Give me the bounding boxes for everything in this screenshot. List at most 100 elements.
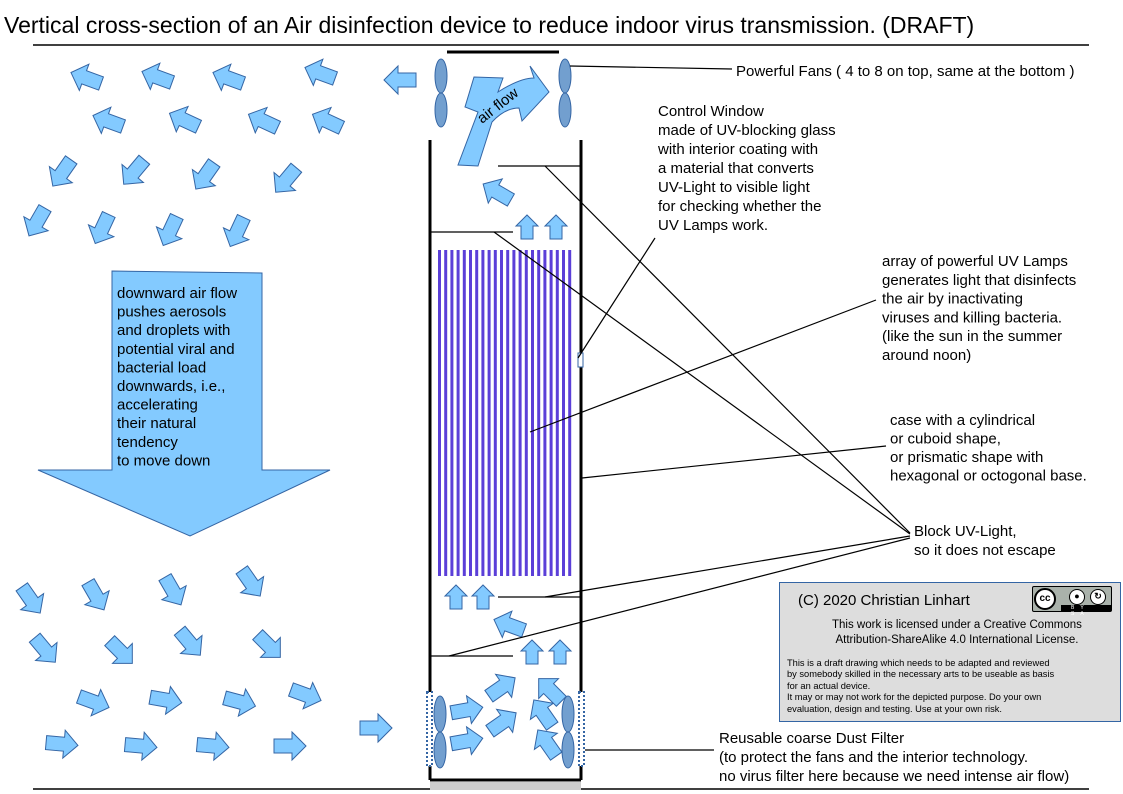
- uv-lamp: [462, 250, 466, 576]
- flow-arrow: [163, 100, 205, 140]
- device-case: [428, 50, 583, 790]
- up-arrow: [544, 214, 568, 240]
- draft-note: This is a draft drawing which needs to b…: [787, 658, 1116, 715]
- uv-lamp: [518, 250, 522, 576]
- flow-arrow: [264, 158, 308, 202]
- label-line: the air by inactivating: [882, 291, 1023, 308]
- air-particle-arrows: [9, 53, 572, 765]
- label-line: no virus filter here because we need int…: [719, 768, 1069, 785]
- uv-lamp: [549, 250, 553, 576]
- flow-arrow: [82, 208, 122, 250]
- flow-arrow: [229, 561, 273, 605]
- label-line: Control Window: [658, 103, 764, 120]
- top-fans: [434, 58, 572, 128]
- flow-arrow: [23, 628, 67, 672]
- uv-lamp: [444, 250, 448, 576]
- license-line: Attribution-ShareAlike 4.0 International…: [835, 634, 1079, 646]
- flow-arrow: [448, 723, 486, 759]
- flow-arrow: [44, 728, 80, 760]
- flow-arrow: [40, 151, 84, 195]
- cc-by-sa-badge[interactable]: cc ● ↻ BY SA: [1032, 586, 1112, 617]
- copyright-text: (C) 2020 Christian Linhart: [798, 592, 970, 609]
- license-line: This work is licensed under a Creative C…: [832, 619, 1082, 631]
- uv-lamp: [487, 250, 491, 576]
- flow-arrow: [217, 211, 257, 253]
- label-line: tendency: [117, 434, 178, 451]
- diagram-title: Vertical cross-section of an Air disinfe…: [4, 12, 974, 38]
- bottom-fans: [433, 695, 575, 769]
- uv-lamp: [493, 250, 497, 576]
- uv-lamp: [456, 250, 460, 576]
- uv-lamp: [500, 250, 503, 576]
- leader-lines: [448, 65, 911, 751]
- sa-icon: ↻: [1090, 589, 1106, 605]
- label-line: Reusable coarse Dust Filter: [719, 730, 904, 747]
- label-line: array of powerful UV Lamps: [882, 253, 1068, 270]
- air-flow-arrow: [457, 65, 550, 167]
- flow-arrow: [242, 101, 284, 141]
- dust-filter-label: Reusable coarse Dust Filter (to protect t…: [719, 730, 1069, 785]
- label-line: (to protect the fans and the interior te…: [719, 749, 1028, 766]
- label-line: so it does not escape: [914, 542, 1056, 559]
- cc-icon: cc: [1034, 588, 1056, 610]
- up-arrow: [515, 214, 539, 240]
- up-arrow: [548, 639, 572, 665]
- flow-arrow: [195, 730, 231, 762]
- label-line: generates light that disinfects: [882, 272, 1076, 289]
- flow-arrow: [73, 682, 115, 722]
- label-line: bacterial load: [117, 359, 206, 376]
- uv-lamp: [475, 250, 479, 576]
- flow-arrow: [448, 692, 486, 728]
- up-arrow: [471, 584, 495, 610]
- flow-arrow: [359, 713, 393, 743]
- badge-strip: BY SA: [1061, 605, 1111, 617]
- flow-arrow: [220, 683, 260, 721]
- label-line: or cuboid shape,: [890, 431, 1001, 448]
- flow-arrow: [247, 624, 291, 668]
- flow-arrow: [99, 630, 143, 674]
- block-uv-label: Block UV-Light,so it does not escape: [914, 523, 1056, 559]
- flow-arrow: [9, 578, 53, 622]
- flow-arrow: [152, 569, 194, 613]
- flow-arrow: [150, 210, 190, 252]
- uv-lamp: [568, 250, 572, 576]
- uv-lamp: [524, 250, 528, 576]
- uv-lamp: [450, 250, 454, 576]
- note-line: by somebody skilled in the necessary art…: [787, 669, 1055, 680]
- label-line: UV-Light to visible light: [658, 179, 811, 196]
- flow-arrow: [480, 665, 524, 709]
- flow-arrow: [299, 53, 341, 93]
- flow-arrow: [136, 57, 178, 97]
- label-line: and droplets with: [117, 322, 230, 339]
- note-line: evaluation, design and testing. Use at y…: [787, 703, 1002, 714]
- label-line: a material that converts: [658, 160, 814, 177]
- flow-arrow: [147, 682, 185, 718]
- label-line: UV Lamps work.: [658, 217, 768, 234]
- label-line: pushes aerosols: [117, 304, 226, 321]
- label-line: (like the sun in the summer: [882, 328, 1062, 345]
- flow-arrow: [285, 675, 327, 715]
- uv-lamp-array: [438, 250, 572, 576]
- flow-arrow: [207, 58, 249, 98]
- flow-arrow: [481, 700, 525, 744]
- label-line: case with a cylindrical: [890, 412, 1035, 429]
- flow-arrow: [123, 730, 159, 762]
- label-line: with interior coating with: [657, 141, 818, 158]
- note-line: It may or may not work for the depicted …: [787, 692, 1042, 703]
- note-line: This is a draft drawing which needs to b…: [787, 658, 1050, 668]
- fans-label: Powerful Fans ( 4 to 8 on top, same at t…: [736, 63, 1075, 80]
- note-line: for an actual device.: [787, 680, 871, 691]
- uv-lamp: [562, 250, 565, 576]
- uv-lamp: [555, 250, 559, 576]
- label-line: for checking whether the: [658, 198, 821, 215]
- flow-arrow: [383, 65, 417, 95]
- label-line: downward air flow: [117, 285, 237, 302]
- flow-arrow: [168, 621, 212, 665]
- flow-arrow: [16, 200, 58, 244]
- up-arrow: [520, 639, 544, 665]
- uv-lamp: [506, 250, 510, 576]
- uv-lamps-label: array of powerful UV Lamps generates ligh…: [882, 253, 1076, 364]
